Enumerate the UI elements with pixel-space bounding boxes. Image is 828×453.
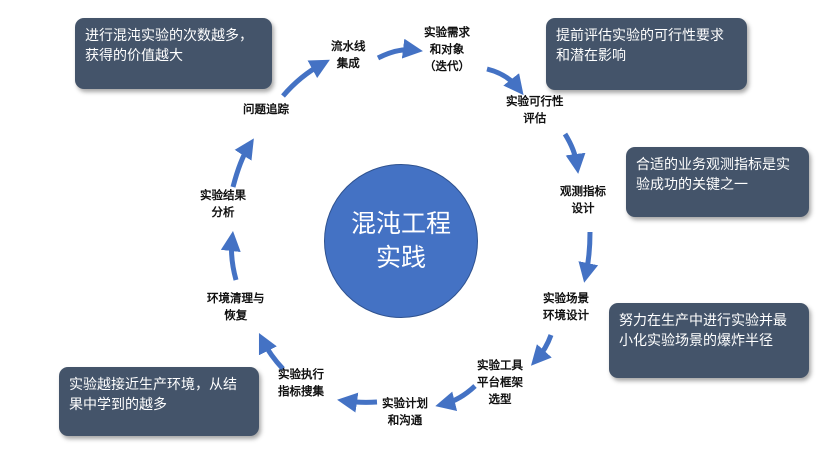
step-cleanup: 环境清理与 恢复	[207, 291, 265, 322]
arrow-3	[562, 132, 586, 174]
arrow-10	[230, 138, 254, 188]
center-circle: 混沌工程 实践	[324, 164, 478, 318]
step-tool-selection: 实验工具 平台框架 选型	[477, 358, 523, 406]
step-plan-communication: 实验计划 和沟通	[382, 396, 428, 427]
arrow-5	[530, 334, 554, 366]
step-requirements: 实验需求 和对象 （迭代）	[424, 25, 470, 73]
arrow-6	[435, 384, 477, 412]
step-pipeline-integration: 流水线 集成	[331, 39, 366, 70]
arrow-2	[486, 66, 524, 96]
arrow-1	[376, 38, 423, 61]
arrow-8	[258, 332, 285, 371]
callout-production: 实验越接近生产环境，从结果中学到的越多	[59, 367, 259, 436]
step-execution: 实验执行 指标搜集	[278, 367, 324, 398]
arrow-9	[220, 231, 241, 281]
step-result-analysis: 实验结果 分析	[200, 188, 246, 219]
callout-more-experiments: 进行混沌实验的次数越多，获得的价值越大	[75, 18, 272, 89]
callout-blast-radius: 努力在生产中进行实验并最小化实验场景的爆炸半径	[609, 303, 809, 378]
center-title: 混沌工程 实践	[350, 209, 451, 272]
step-issue-tracking: 问题追踪	[243, 102, 289, 116]
step-metrics-design: 观测指标 设计	[560, 184, 606, 215]
callout-metrics: 合适的业务观测指标是实验成功的关键之一	[626, 147, 809, 217]
arrow-11	[281, 59, 330, 98]
step-feasibility: 实验可行性 评估	[506, 94, 564, 125]
step-scenario-design: 实验场景 环境设计	[543, 291, 589, 322]
callout-feasibility: 提前评估实验的可行性要求和潜在影响	[546, 18, 747, 90]
arrow-4	[578, 231, 599, 283]
arrow-7	[337, 392, 378, 413]
